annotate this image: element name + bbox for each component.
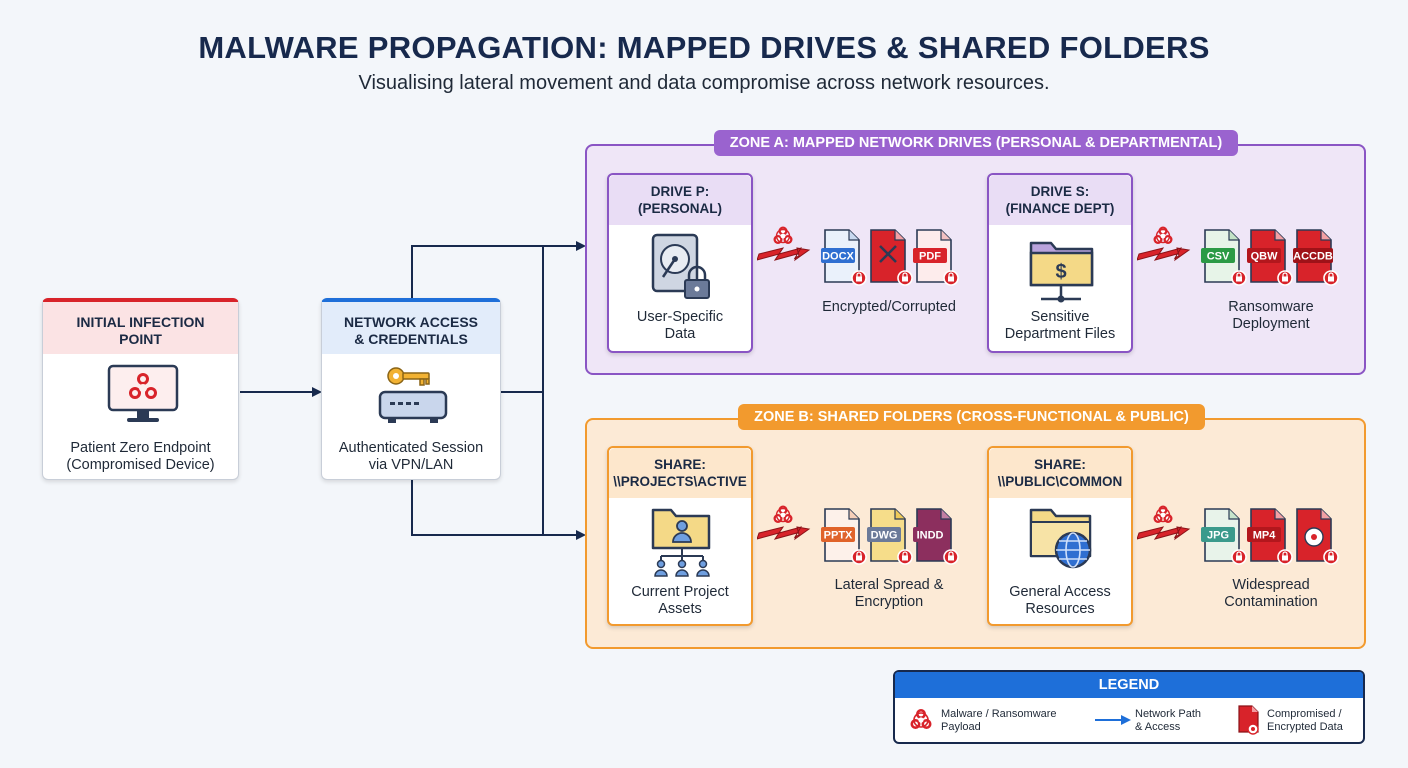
- drive-p-header: DRIVE P: (PERSONAL): [609, 175, 751, 225]
- svg-text:JPG: JPG: [1207, 530, 1229, 542]
- biohazard-icon: [773, 226, 793, 244]
- payload-drive-p: DOCX PDF: [756, 224, 971, 301]
- legend-title: LEGEND: [895, 672, 1363, 698]
- initial-infection-header: INITIAL INFECTION POINT: [76, 314, 205, 347]
- drive-s-header: DRIVE S: (FINANCE DEPT): [989, 175, 1131, 225]
- svg-text:PPTX: PPTX: [824, 530, 853, 542]
- zone-b-label: ZONE B: SHARED FOLDERS (CROSS-FUNCTIONAL…: [738, 404, 1205, 430]
- drive-s-card: DRIVE S: (FINANCE DEPT) $ Sensitive Depa…: [987, 173, 1133, 353]
- drive-p-card: DRIVE P: (PERSONAL) User-Specific Data: [607, 173, 753, 353]
- payload-graphic: DOCX PDF: [756, 226, 959, 286]
- lightning-bolt-icon: [756, 247, 811, 262]
- share-public-caption-1: General Access: [1009, 584, 1111, 600]
- drive-p-caption-2: Data: [664, 326, 696, 342]
- lightning-bolt-icon: [1136, 526, 1191, 541]
- network-access-caption-2: via VPN/LAN: [368, 457, 454, 473]
- drive-p-caption-1: User-Specific: [636, 309, 724, 325]
- file-icon: [870, 229, 913, 286]
- biohazard-monitor-icon: [107, 364, 179, 422]
- payload-share-public: JPG MP4: [1136, 503, 1351, 580]
- file-icon: DOCX: [821, 229, 867, 286]
- share-projects-caption-1: Current Project: [631, 584, 729, 600]
- initial-infection-box: INITIAL INFECTION POINT Patient Zero End…: [42, 298, 239, 480]
- payload-share-projects: PPTX DWG INDD: [756, 503, 971, 580]
- share-projects-result: Lateral Spread & Encryption: [834, 577, 944, 610]
- compromised-file-icon: [1238, 705, 1259, 735]
- drive-p-result: Encrypted/Corrupted: [822, 299, 956, 315]
- share-projects-caption-2: Assets: [658, 601, 702, 617]
- legend-item-compromised: Compromised / Encrypted Data: [1267, 708, 1343, 733]
- biohazard-icon: [773, 505, 793, 523]
- hard-drive-lock-icon: [651, 233, 710, 299]
- lightning-bolt-icon: [1136, 247, 1191, 262]
- file-icon: CSV: [1201, 229, 1247, 286]
- legend-item-network-path: Network Path & Access: [1135, 708, 1202, 733]
- share-public-card: SHARE: \\PUBLIC\COMMON General Access Re…: [987, 446, 1133, 626]
- network-access-box: NETWORK ACCESS & CREDENTIALS Authenticat…: [321, 298, 501, 480]
- svg-text:DWG: DWG: [871, 530, 898, 542]
- team-folder-icon: [651, 508, 711, 577]
- biohazard-icon: [1153, 226, 1173, 244]
- drive-s-result: Ransomware Deployment: [1228, 299, 1314, 332]
- svg-text:QBW: QBW: [1251, 251, 1279, 263]
- svg-text:PDF: PDF: [919, 251, 941, 263]
- file-icon: PPTX: [821, 508, 867, 565]
- initial-infection-caption-1: Patient Zero Endpoint: [70, 440, 211, 456]
- biohazard-icon: [1153, 505, 1173, 523]
- network-access-header-bg: [322, 302, 500, 354]
- svg-text:DOCX: DOCX: [822, 251, 854, 263]
- network-access-header: NETWORK ACCESS & CREDENTIALS: [343, 314, 479, 347]
- svg-text:INDD: INDD: [917, 530, 944, 542]
- share-public-result: Widespread Contamination: [1224, 577, 1318, 610]
- page-subtitle: Visualising lateral movement and data co…: [358, 72, 1050, 94]
- router-key-icon: [378, 367, 448, 423]
- path-network-to-zone-b-bottom: [411, 480, 586, 540]
- biohazard-icon: [910, 709, 932, 729]
- payload-drive-s: CSV QBW ACCDB: [1136, 224, 1351, 301]
- legend-box: LEGEND Malware / Ransomware Payload Netw…: [893, 670, 1365, 744]
- svg-text:MP4: MP4: [1253, 530, 1277, 542]
- globe-folder-icon: [1029, 508, 1092, 569]
- network-path-arrow-icon: [1095, 715, 1131, 725]
- path-network-to-zone-a-top: [411, 241, 586, 300]
- share-public-header: SHARE: \\PUBLIC\COMMON: [989, 448, 1131, 498]
- file-icon: ACCDB: [1293, 229, 1339, 286]
- payload-graphic: CSV QBW ACCDB: [1136, 226, 1339, 286]
- file-icon: DWG: [867, 508, 913, 565]
- share-projects-header: SHARE: \\PROJECTS\ACTIVE: [609, 448, 751, 498]
- initial-infection-header-bg: [43, 302, 238, 354]
- lightning-bolt-icon: [756, 526, 811, 541]
- path-network-branch: [500, 246, 544, 393]
- file-icon: JPG: [1201, 508, 1247, 565]
- initial-infection-caption-2: (Compromised Device): [66, 457, 215, 473]
- share-public-caption-2: Resources: [1025, 601, 1095, 617]
- svg-text:ACCDB: ACCDB: [1293, 251, 1333, 263]
- zone-a-label: ZONE A: MAPPED NETWORK DRIVES (PERSONAL …: [714, 130, 1238, 156]
- drive-s-caption-1: Sensitive: [1030, 309, 1090, 325]
- file-icon: INDD: [913, 508, 959, 565]
- svg-text:$: $: [1055, 261, 1066, 283]
- svg-text:CSV: CSV: [1207, 251, 1230, 263]
- file-icon: MP4: [1247, 508, 1293, 565]
- share-projects-card: SHARE: \\PROJECTS\ACTIVE Current Project…: [607, 446, 753, 626]
- file-icon: QBW: [1247, 229, 1293, 286]
- finance-folder-icon: $: [1029, 241, 1094, 303]
- file-icon: PDF: [913, 229, 959, 286]
- network-access-caption-1: Authenticated Session: [338, 440, 484, 456]
- legend-item-payload: Malware / Ransomware Payload: [941, 708, 1057, 733]
- drive-s-caption-2: Department Files: [1004, 326, 1116, 342]
- payload-graphic: PPTX DWG INDD: [756, 505, 959, 565]
- page-title: MALWARE PROPAGATION: MAPPED DRIVES & SHA…: [198, 30, 1210, 65]
- file-icon: [1296, 508, 1339, 565]
- payload-graphic: JPG MP4: [1136, 505, 1339, 565]
